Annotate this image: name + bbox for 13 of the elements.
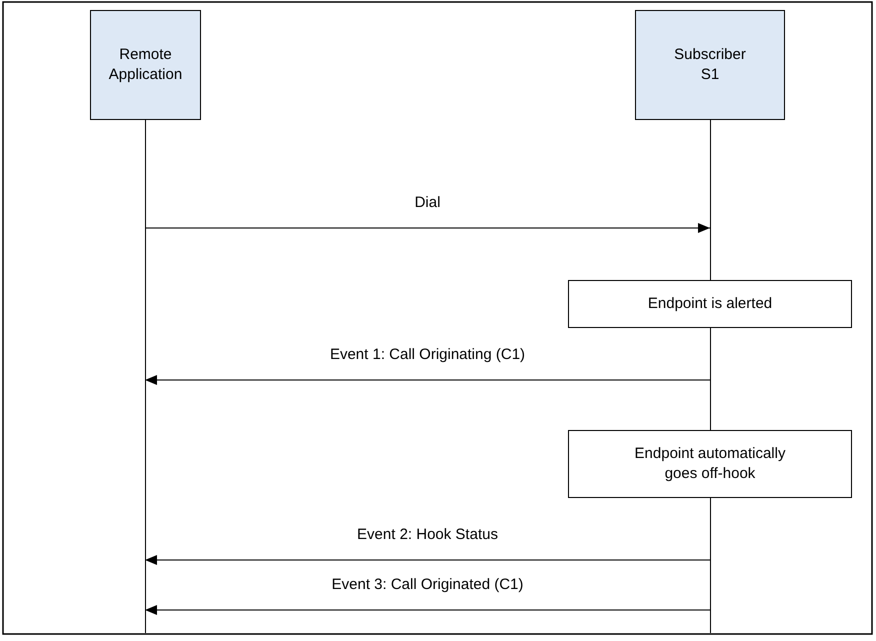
activation-box: Endpoint automatically goes off-hook [568, 430, 852, 498]
message-arrow [144, 223, 710, 233]
participant-box: Remote Application [90, 10, 201, 120]
message-arrow [144, 605, 710, 615]
lifeline [710, 120, 711, 280]
message-arrow [144, 555, 710, 565]
lifeline [710, 328, 711, 430]
lifeline [710, 498, 711, 633]
message-arrow [144, 375, 710, 385]
participant-box: Subscriber S1 [635, 10, 785, 120]
message-label: Event 3: Call Originated (C1) [330, 576, 526, 593]
lifeline [145, 120, 146, 633]
activation-box: Endpoint is alerted [568, 280, 852, 328]
